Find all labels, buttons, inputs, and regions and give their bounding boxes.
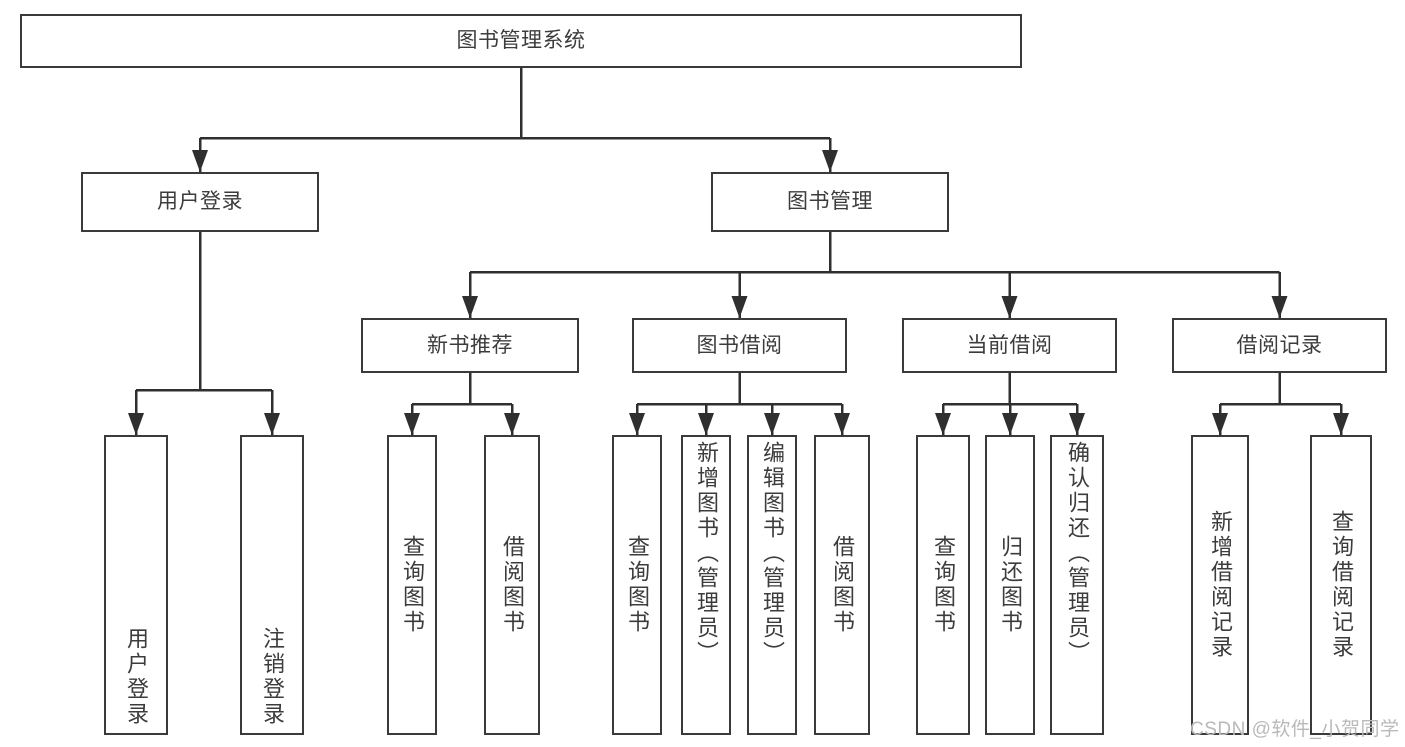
node-l_login[interactable]: 用户登录 [104, 435, 168, 735]
arrowhead [822, 150, 838, 172]
node-l_ret[interactable]: 归还图书 [985, 435, 1035, 735]
node-label: 借阅图书 [830, 535, 855, 635]
node-l_conf[interactable]: 确认归还（管理员） [1050, 435, 1104, 735]
node-label: 注销登录 [260, 627, 285, 727]
node-label: 查询图书 [625, 535, 650, 635]
node-records[interactable]: 借阅记录 [1172, 318, 1387, 373]
arrowhead [731, 296, 748, 318]
node-label: 编辑图书（管理员） [760, 441, 785, 666]
node-l_logout[interactable]: 注销登录 [240, 435, 304, 735]
arrowhead [462, 296, 478, 318]
node-root[interactable]: 图书管理系统 [20, 14, 1022, 68]
node-l_qrec[interactable]: 查询借阅记录 [1310, 435, 1372, 735]
arrowhead [1002, 413, 1018, 435]
node-newbooks[interactable]: 新书推荐 [361, 318, 579, 373]
node-login[interactable]: 用户登录 [81, 172, 319, 232]
arrowhead [834, 413, 850, 435]
node-label: 用户登录 [124, 627, 149, 727]
watermark: CSDN @软件_小贺同学 [1190, 719, 1400, 740]
node-l_b1[interactable]: 借阅图书 [484, 435, 540, 735]
node-label: 新增借阅记录 [1208, 510, 1233, 660]
arrowhead [404, 413, 420, 435]
node-label: 确认归还（管理员） [1065, 441, 1090, 666]
arrowhead [629, 413, 645, 435]
node-borrow[interactable]: 图书借阅 [632, 318, 847, 373]
node-label: 新书推荐 [427, 333, 513, 357]
arrowhead [504, 413, 520, 435]
arrowhead [192, 150, 208, 172]
node-label: 图书管理系统 [456, 29, 586, 53]
node-l_add[interactable]: 新增图书（管理员） [681, 435, 731, 735]
arrowhead [1333, 413, 1349, 435]
node-l_b2[interactable]: 借阅图书 [814, 435, 870, 735]
node-current[interactable]: 当前借阅 [902, 318, 1117, 373]
arrowhead [1069, 413, 1085, 435]
node-label: 图书借阅 [696, 333, 783, 357]
node-label: 归还图书 [998, 535, 1023, 635]
node-label: 新增图书（管理员） [694, 441, 719, 666]
arrowhead [935, 413, 951, 435]
arrowhead [698, 413, 714, 435]
node-label: 查询图书 [400, 535, 425, 635]
node-label: 借阅记录 [1236, 333, 1323, 357]
node-label: 当前借阅 [966, 333, 1053, 357]
node-l_q1[interactable]: 查询图书 [387, 435, 437, 735]
node-label: 查询图书 [931, 535, 956, 635]
node-l_q2[interactable]: 查询图书 [612, 435, 662, 735]
arrowhead [1271, 296, 1288, 318]
node-label: 查询借阅记录 [1329, 510, 1354, 660]
node-label: 图书管理 [787, 190, 873, 214]
arrowhead [1001, 296, 1018, 318]
arrowhead [128, 413, 144, 435]
node-label: 用户登录 [157, 190, 243, 214]
arrowhead [1212, 413, 1228, 435]
node-l_q3[interactable]: 查询图书 [916, 435, 970, 735]
node-bookmgmt[interactable]: 图书管理 [711, 172, 949, 232]
arrowhead [264, 413, 280, 435]
node-l_addrec[interactable]: 新增借阅记录 [1191, 435, 1249, 735]
node-label: 借阅图书 [500, 535, 525, 635]
arrowhead [764, 413, 780, 435]
node-l_edit[interactable]: 编辑图书（管理员） [747, 435, 797, 735]
